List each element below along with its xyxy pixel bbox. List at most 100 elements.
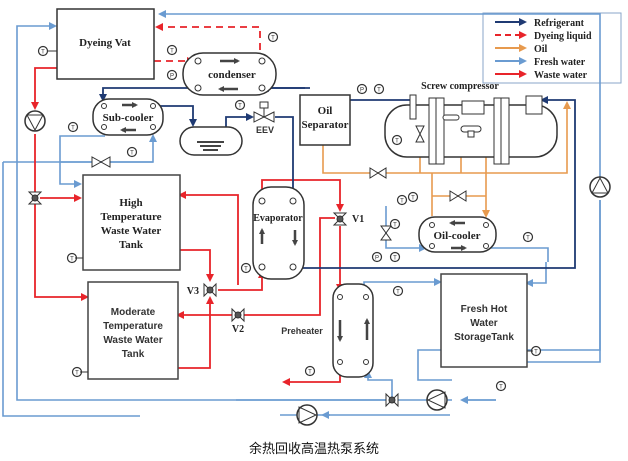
tank-label: Tank (122, 349, 145, 360)
valve-v1: V1 (332, 212, 364, 226)
sensor-label: T (396, 290, 400, 296)
condenser-label: condenser (208, 69, 256, 81)
valve-v1-label: V1 (352, 214, 364, 225)
oil-separator: Oil Separator (299, 94, 351, 146)
temperature-sensor-icon (67, 121, 79, 133)
temperature-sensor-icon (234, 99, 246, 111)
sensor-label: T (393, 223, 397, 229)
valve-bottom-3way (385, 392, 399, 408)
sensor-label: T (70, 257, 74, 263)
valve-fresh-left (91, 156, 111, 168)
preheater-label: Preheater (281, 326, 323, 336)
temperature-sensor-icon (392, 285, 404, 297)
temperature-sensor-icon (389, 251, 401, 263)
valve-oil-bypass (449, 190, 467, 202)
sensor-label: P (375, 256, 379, 262)
screw-compressor: Screw compressor (384, 81, 558, 165)
sensor-label: T (526, 236, 530, 242)
moderate-temperature-waste-water-tank: Moderate Temperature Waste Water Tank (87, 281, 179, 380)
sensor-label: T (71, 126, 75, 132)
sensor-label: T (400, 199, 404, 205)
sensor-label: T (499, 385, 503, 391)
tank-label: Fresh Hot (461, 304, 508, 315)
oil-cooler-label: Oil-cooler (433, 230, 480, 242)
dyeing-liquid-lines (154, 23, 261, 65)
pressure-sensor-icon (166, 69, 178, 81)
valve-oil-main (369, 167, 387, 179)
sensor-label: P (360, 88, 364, 94)
legend-label: Refrigerant (534, 18, 585, 29)
sub-cooler-label: Sub-cooler (103, 112, 154, 124)
oil-cooler: Oil-cooler (418, 216, 497, 253)
sensor-label: T (308, 370, 312, 376)
sensor-label: P (170, 74, 174, 80)
high-temperature-waste-water-tank: High Temperature Waste Water Tank (82, 174, 181, 271)
figure-caption: 余热回收高温热泵系统 (248, 442, 379, 457)
legend-item-refrigerant: Refrigerant (495, 18, 585, 29)
sensor-label: T (75, 371, 79, 377)
legend-item-fresh-water: Fresh water (495, 57, 586, 68)
sensor-label: T (244, 267, 248, 273)
evaporator-label: Evaporator (253, 213, 303, 224)
pressure-sensor-icon (371, 251, 383, 263)
sensor-label: T (170, 49, 174, 55)
temperature-sensor-icon (391, 134, 403, 146)
temperature-sensor-icon (304, 365, 316, 377)
legend: Refrigerant Dyeing liquid Oil Fresh wate… (482, 12, 622, 84)
valve-v3-label: V3 (187, 286, 199, 297)
sensor-label: T (377, 88, 381, 94)
temperature-sensor-icon (407, 191, 419, 203)
valve-v2-label: V2 (232, 324, 244, 335)
tank-label: Waste Water (101, 225, 162, 237)
oil-separator-label-2: Separator (301, 119, 348, 131)
valve-left-3way (27, 191, 43, 205)
legend-label: Fresh water (534, 57, 586, 68)
eev-label: EEV (256, 125, 274, 135)
tank-label: High (119, 197, 142, 209)
temperature-sensor-icon (126, 146, 138, 158)
pump-fresh-bottom-2 (296, 404, 318, 426)
tank-label: Waste Water (103, 335, 162, 346)
temperature-sensor-icon (389, 218, 401, 230)
temperature-sensor-icon (495, 380, 507, 392)
pump-fresh-bottom-1 (426, 389, 448, 411)
dyeing-vat-label: Dyeing Vat (79, 37, 131, 49)
fresh-water-lines (2, 10, 601, 417)
legend-label: Dyeing liquid (534, 31, 592, 42)
tank-label: Temperature (103, 321, 163, 332)
eev-valve: EEV (253, 101, 275, 135)
tank-label: Moderate (111, 307, 156, 318)
tank-label: Temperature (100, 211, 161, 223)
pressure-sensor-icon (356, 83, 368, 95)
temperature-sensor-icon (166, 44, 178, 56)
sensor-label: T (393, 256, 397, 262)
liquid-receiver (179, 126, 243, 156)
temperature-sensor-icon (373, 83, 385, 95)
temperature-sensor-icon (522, 231, 534, 243)
legend-item-dyeing-liquid: Dyeing liquid (495, 31, 592, 42)
evaporator: Evaporator (252, 186, 305, 280)
legend-item-oil: Oil (495, 44, 548, 55)
sensor-label: T (271, 36, 275, 42)
temperature-sensor-icon (37, 45, 49, 57)
temperature-sensor-icon (267, 31, 279, 43)
sensor-label: T (534, 350, 538, 356)
valve-oilcooler-water (380, 225, 392, 241)
pump-waste (24, 110, 46, 132)
legend-label: Oil (534, 44, 548, 55)
sensor-label: T (130, 151, 134, 157)
dyeing-vat: Dyeing Vat (56, 8, 155, 80)
legend-label: Waste water (534, 70, 588, 81)
valve-v2: V2 (231, 307, 245, 335)
screw-compressor-label: Screw compressor (421, 81, 499, 92)
tank-label: Water (470, 318, 498, 329)
legend-item-waste-water: Waste water (495, 70, 588, 81)
sensor-label: T (395, 139, 399, 145)
valve-v3: V3 (187, 282, 217, 298)
pump-fresh-right (589, 176, 611, 198)
condenser: condenser (182, 52, 277, 96)
fresh-hot-water-storage-tank: Fresh Hot Water StorageTank (440, 273, 528, 368)
temperature-sensor-icon (396, 194, 408, 206)
tank-label: StorageTank (454, 332, 514, 343)
